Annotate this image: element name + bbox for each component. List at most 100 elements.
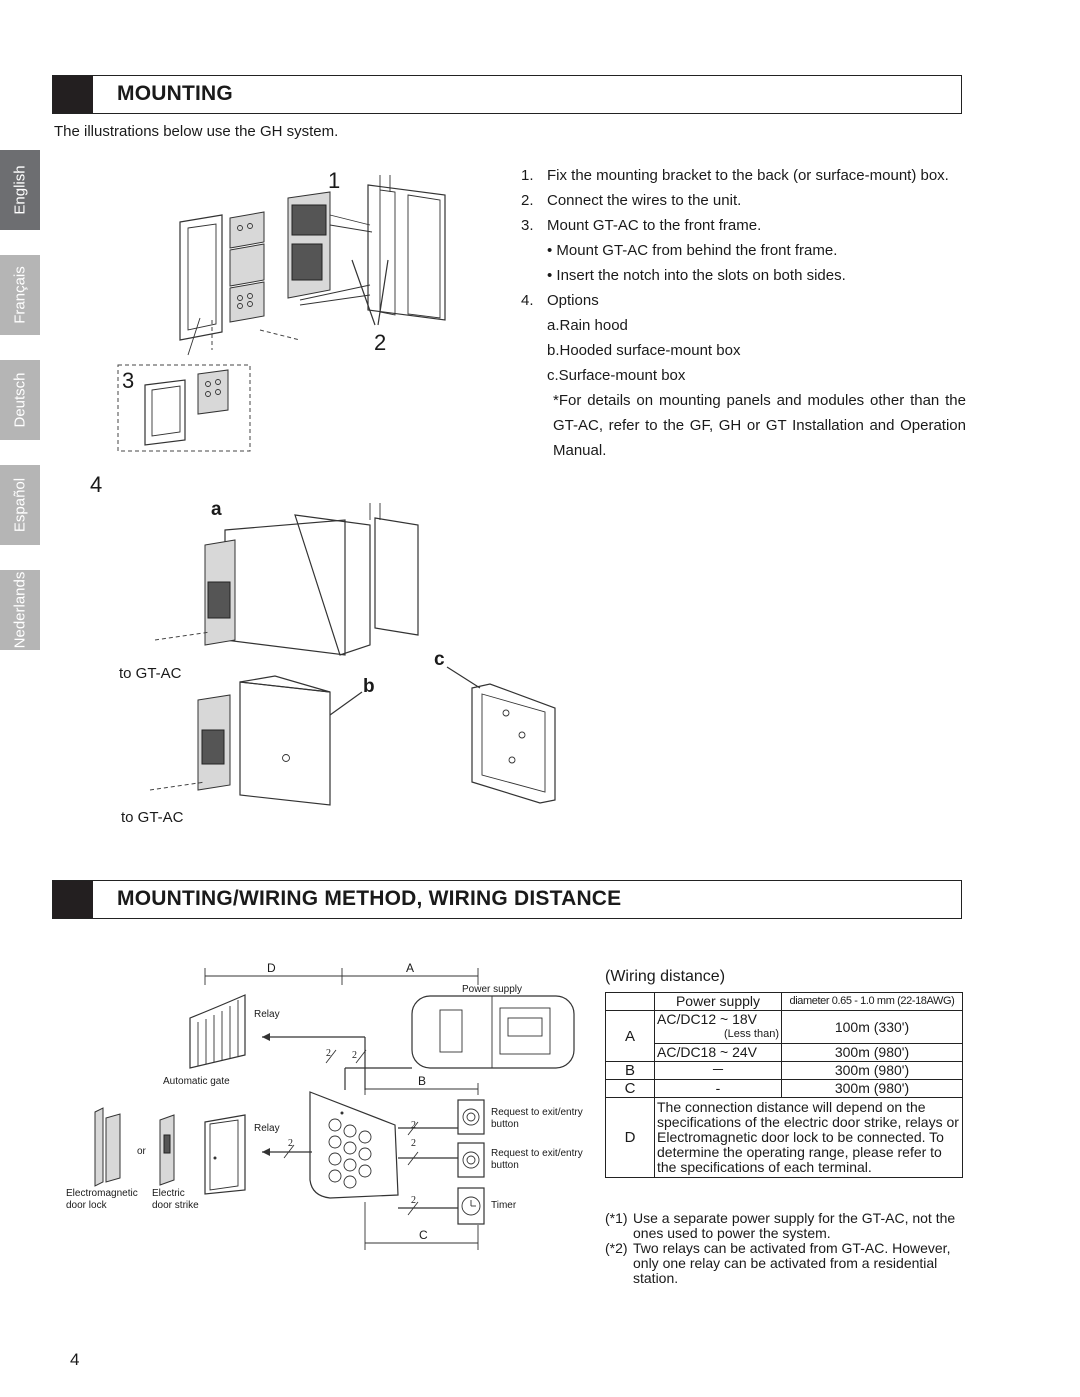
supply-note: (Less than) [723,1028,779,1040]
footnote-text: Two relays can be activated from GT-AC. … [633,1240,951,1286]
relay-label-2: Relay [254,1123,280,1134]
table-header-cell: diameter 0.65 - 1.0 mm (22-18AWG) [781,992,963,1011]
relay-label-1: Relay [254,1009,280,1020]
tab-deutsch[interactable]: Deutsch [0,360,40,440]
table-row: B － 300m (980') [605,1061,963,1080]
section-marker [53,76,93,113]
dim-c-label: C [419,1228,428,1242]
hooded-box-drawing [149,675,363,806]
table-note-cell: The connection distance will depend on t… [654,1097,963,1178]
wire-count-label: 2 [411,1120,416,1131]
step-text: Mount GT-AC to the front frame. [547,217,762,234]
dim-d-label: D [267,961,276,975]
dim-a-label: A [406,961,415,975]
em-lock-drawing [94,1107,121,1187]
table-distance-cell: 300m (980') [781,1061,963,1080]
or-label: or [137,1146,146,1157]
to-gtac-label-1: to GT-AC [119,665,182,682]
wire-count-label: 2 [326,1048,331,1059]
step-3-sub-2: • Insert the notch into the slots on bot… [547,267,846,284]
figure-label-b: b [363,676,375,697]
option-c: c.Surface-mount box [547,367,686,384]
figure-label-a: a [211,499,222,520]
step-3-sub-1: • Mount GT-AC from behind the front fram… [547,242,838,259]
step-number: 3. [521,217,534,234]
mounting-title: MOUNTING [117,82,233,105]
surface-box-drawing [446,666,556,804]
exit-button-2 [457,1142,485,1178]
step-4: 4.Options [521,288,966,313]
figure-label-1: 1 [328,168,341,193]
mounting-section-header: MOUNTING [52,75,962,114]
step-text: Connect the wires to the unit. [547,192,742,209]
wiring-distance-heading: (Wiring distance) [605,968,726,985]
tab-nederlands[interactable]: Nederlands [0,570,40,650]
wire-count-label: 2 [411,1138,416,1149]
page-number: 4 [70,1350,80,1369]
table-distance-cell: 100m (330') [781,1010,963,1044]
exit-button-1 [457,1099,485,1135]
table-header-row: Power supply diameter 0.65 - 1.0 mm (22-… [605,992,963,1011]
table-supply-cell: AC/DC12 ~ 18V (Less than) [654,1010,782,1044]
step-text: Fix the mounting bracket to the back (or… [547,167,949,184]
footnote-2: (*2) Two relays can be activated from GT-… [605,1241,975,1286]
table-supply-cell: - [654,1079,782,1098]
automatic-gate-drawing [189,994,246,1069]
step-2: 2. Connect the wires to the unit. [521,188,966,213]
tab-english[interactable]: English [0,150,40,230]
mounting-note: *For details on mounting panels and modu… [553,392,966,459]
figure-label-2: 2 [374,330,387,355]
mounting-intro: The illustrations below use the GH syste… [54,123,339,140]
step-3: 3. Mount GT-AC to the front frame. [521,213,966,238]
back-box-drawing [299,175,446,326]
footnotes: (*1)Use a separate power supply for the … [605,1211,975,1286]
footnote-1: (*1)Use a separate power supply for the … [605,1211,975,1241]
table-row: A AC/DC12 ~ 18V (Less than) 100m (330') [605,1010,963,1062]
section-marker [53,881,93,918]
tab-francais[interactable]: Français [0,255,40,335]
to-gtac-label-2: to GT-AC [121,809,184,826]
figure-label-4: 4 [90,472,103,497]
timer-box [457,1187,485,1225]
tab-espanol[interactable]: Español [0,465,40,545]
timer-label: Timer [491,1200,517,1211]
step-number: 1. [521,167,534,184]
table-supply-cell: － [654,1061,782,1080]
front-frame-drawing [179,214,223,356]
mounting-steps: 1. Fix the mounting bracket to the back (… [521,163,966,463]
footnote-key: (*1) [605,1210,628,1226]
table-distance-cell: 300m (980') [781,1043,963,1062]
table-supply-cell: AC/DC18 ~ 24V [654,1043,782,1062]
table-key-cell: A [605,1010,655,1062]
wiring-title: MOUNTING/WIRING METHOD, WIRING DISTANCE [117,887,622,910]
wire-count-label: 2 [288,1138,293,1149]
step-text: Options [547,292,599,309]
wiring-distance-table: Power supply diameter 0.65 - 1.0 mm (22-… [605,992,963,1178]
step-1: 1. Fix the mounting bracket to the back (… [521,163,966,188]
wire-count-label: 2 [411,1195,416,1206]
figure-label-3: 3 [122,368,135,393]
automatic-gate-label: Automatic gate [163,1076,230,1087]
option-a: a.Rain hood [547,317,628,334]
mounting-illustration [117,175,556,806]
rain-hood-drawing [154,503,419,656]
footnote-key: (*2) [605,1240,628,1256]
door-strike-label: Electric door strike [152,1188,199,1211]
step-number: 2. [521,192,534,209]
gtac-keypad-drawing [309,1091,399,1199]
figure-label-c: c [434,649,445,670]
power-supply-box [411,995,575,1069]
em-lock-label: Electromagnetic door lock [66,1188,138,1211]
supply-value: AC/DC12 ~ 18V [657,1011,757,1027]
table-row: AC/DC18 ~ 24V 300m (980') [606,1043,963,1062]
option-b: b.Hooded surface-mount box [547,342,741,359]
request-button-label-1: Request to exit/entry button [491,1107,583,1130]
gtac-unit-drawing [259,191,373,341]
power-supply-label: Power supply [462,984,523,995]
table-row: D The connection distance will depend on… [605,1097,963,1178]
table-key-cell: D [605,1097,655,1178]
table-key-cell: B [605,1061,655,1080]
step3-inset [117,364,251,452]
door-drawing [204,1114,246,1195]
